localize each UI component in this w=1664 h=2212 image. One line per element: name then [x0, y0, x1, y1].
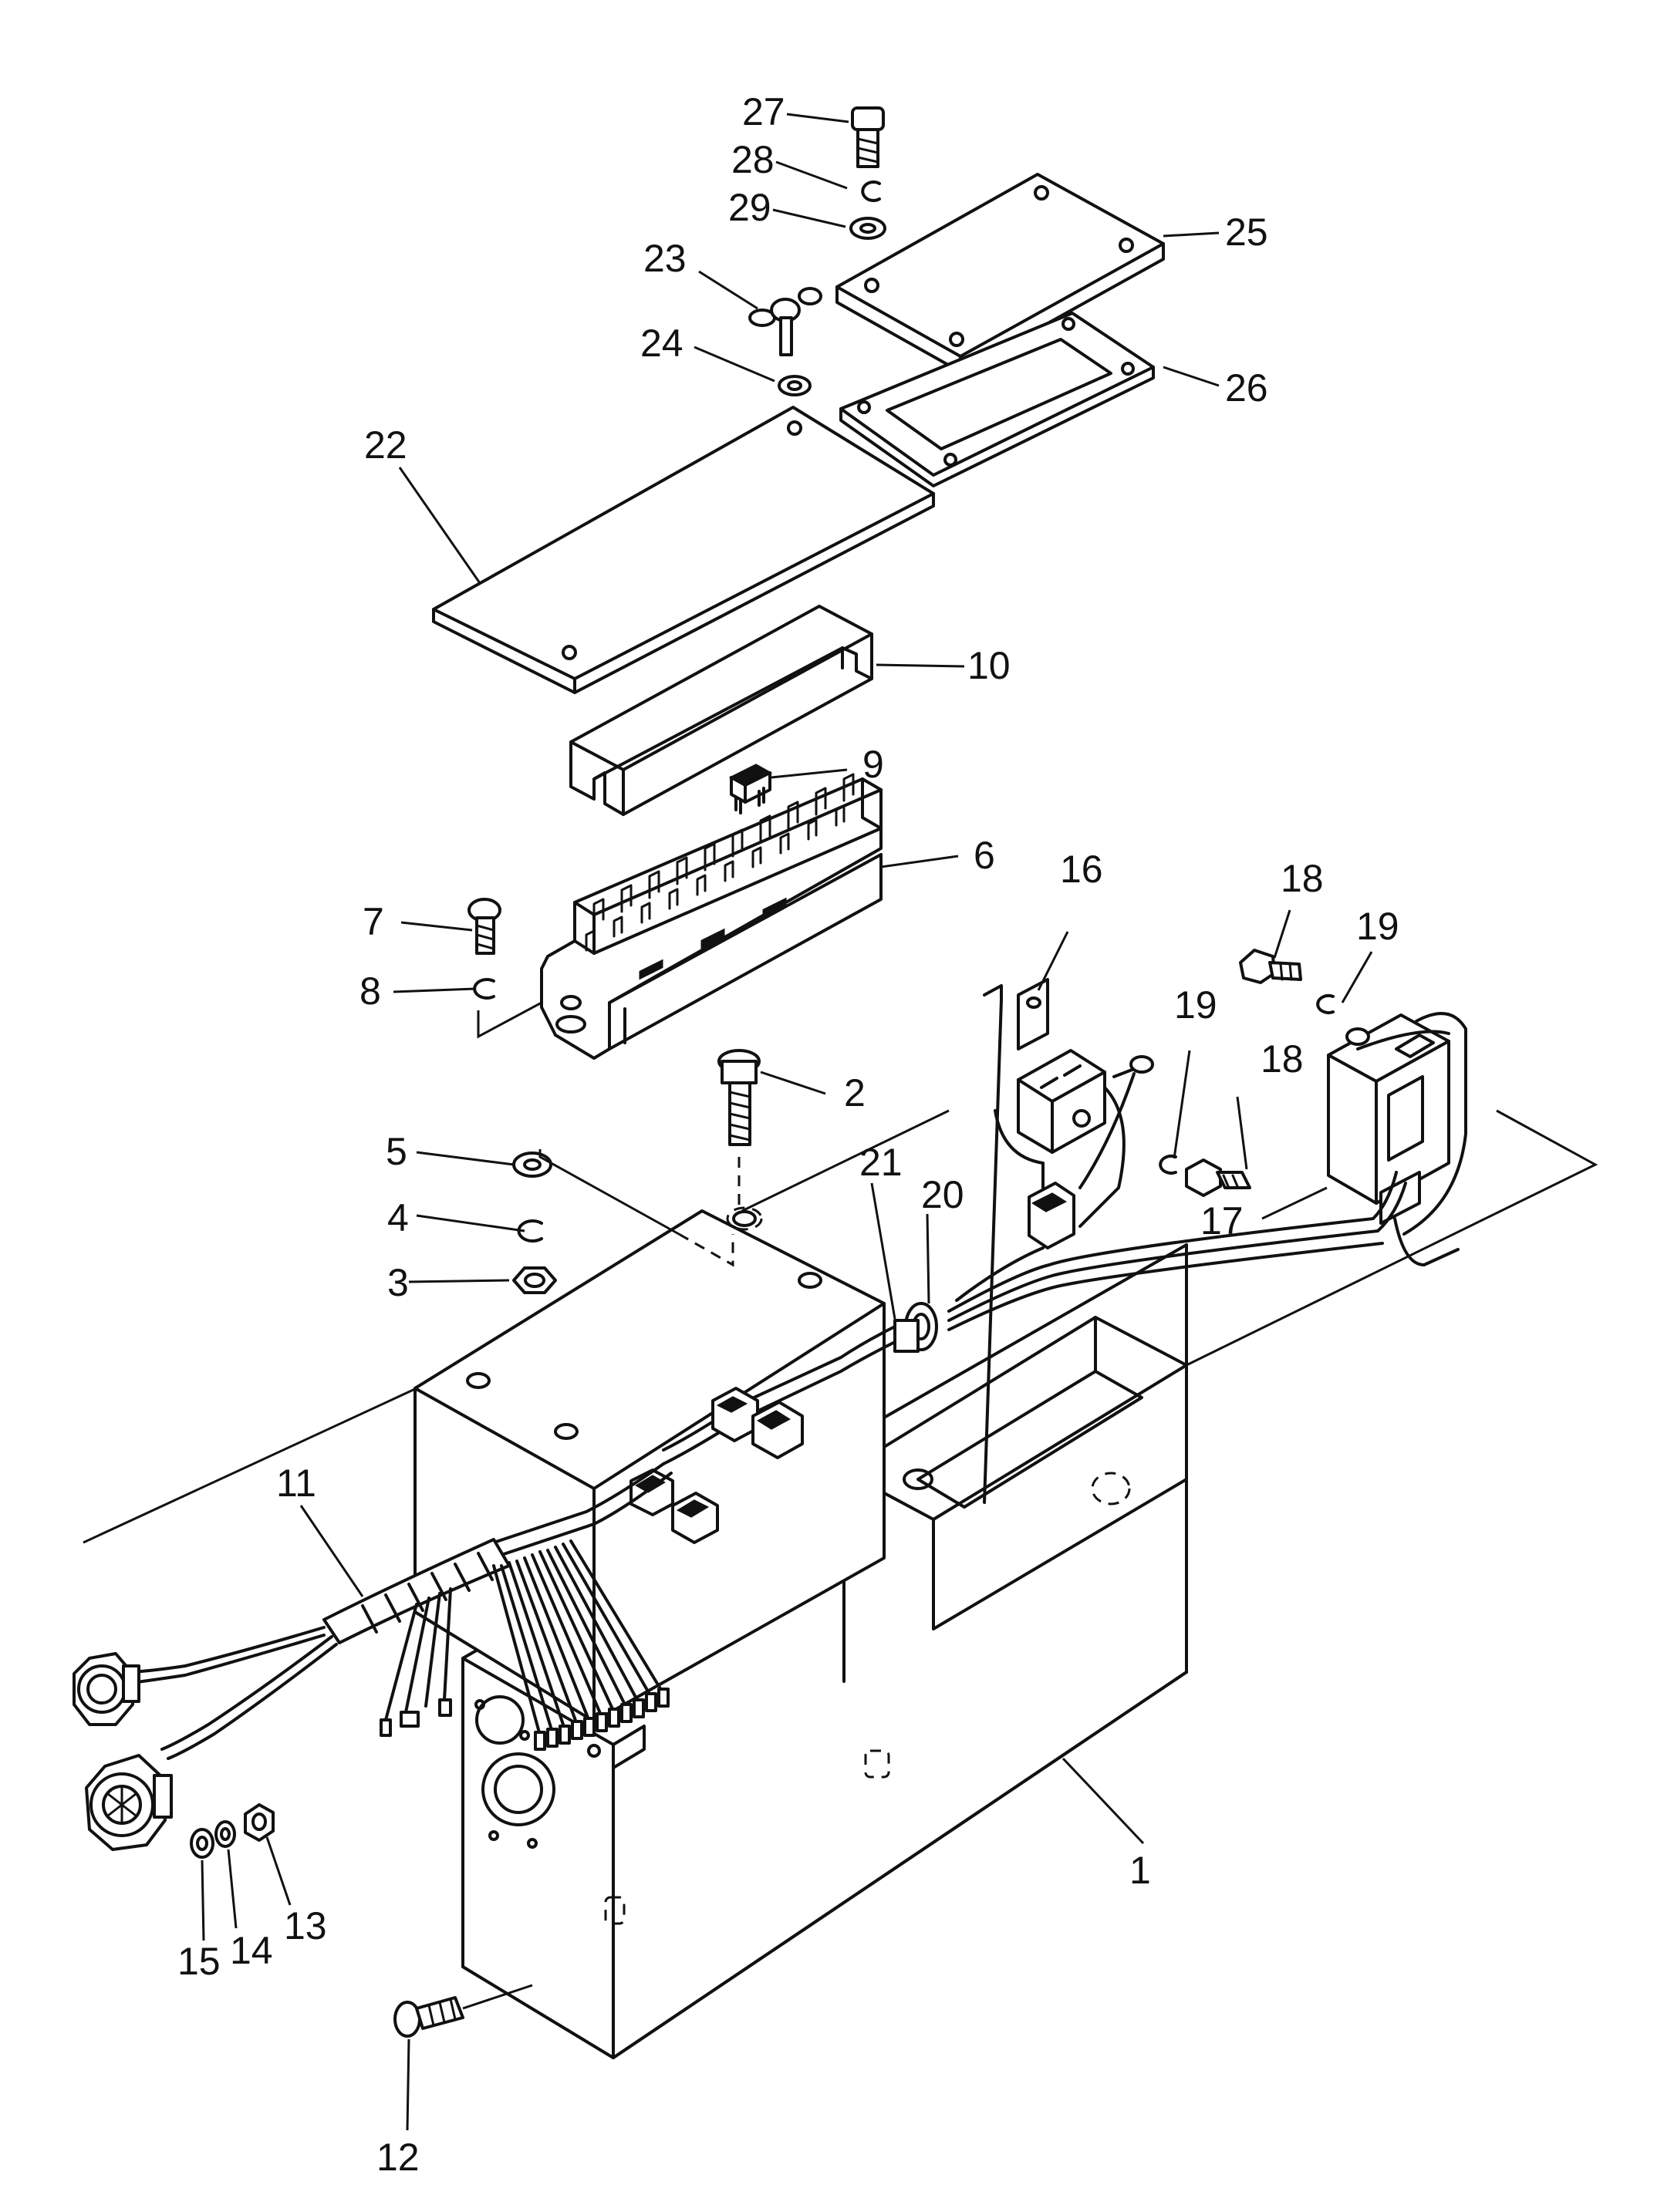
label-18b: 18	[1261, 1037, 1304, 1081]
label-4: 4	[387, 1196, 409, 1239]
bolt-18a	[1239, 949, 1302, 984]
label-17: 17	[1200, 1199, 1244, 1243]
lock-washer-28	[861, 180, 881, 202]
cover-plate-22	[432, 406, 935, 694]
label-16: 16	[1060, 848, 1103, 891]
label-24: 24	[640, 322, 683, 365]
fuse-box-6	[540, 773, 883, 1060]
reference-line-right	[1186, 1109, 1598, 1367]
bracket-16	[983, 978, 1049, 1504]
label-23: 23	[643, 237, 687, 280]
harness-wires	[130, 1171, 1407, 1760]
label-27: 27	[742, 90, 785, 133]
reference-line-left	[83, 1387, 417, 1544]
unit-17	[1327, 1012, 1467, 1266]
gasket-26	[839, 312, 1155, 487]
label-9: 9	[862, 743, 884, 786]
circular-connector-lower	[85, 1754, 173, 1851]
label-6: 6	[974, 834, 995, 877]
label-12: 12	[376, 2136, 420, 2179]
relay-16	[994, 1049, 1126, 1249]
terminal-17	[1345, 1027, 1370, 1046]
label-5: 5	[386, 1130, 407, 1173]
wing-bolt-23	[748, 287, 822, 356]
label-7: 7	[363, 900, 384, 943]
cover-plate-25	[835, 173, 1165, 373]
label-19a: 19	[1356, 905, 1399, 948]
label-1: 1	[1129, 1849, 1151, 1892]
label-22: 22	[364, 423, 407, 467]
ground-wire-16	[1078, 1055, 1154, 1189]
fuse-cover-10	[569, 605, 873, 816]
nut-3	[512, 1266, 557, 1294]
bolt-27	[851, 106, 885, 168]
hidden-line-2	[678, 1232, 734, 1267]
screw-12	[393, 1996, 464, 2038]
label-3: 3	[387, 1261, 409, 1304]
case-upper-block	[413, 1206, 886, 1723]
label-28: 28	[731, 138, 775, 181]
label-29: 29	[728, 186, 771, 229]
install-line-12	[462, 1984, 533, 2010]
lock-washer-8	[473, 978, 495, 1000]
label-11: 11	[276, 1462, 316, 1505]
screw-7	[467, 898, 501, 955]
label-19b: 19	[1174, 983, 1217, 1027]
nut-13	[244, 1803, 275, 1842]
flat-washer-29	[849, 217, 886, 240]
label-26: 26	[1225, 366, 1268, 410]
label-10: 10	[967, 644, 1011, 687]
label-20: 20	[921, 1173, 964, 1216]
label-15: 15	[177, 1940, 221, 1983]
label-14: 14	[230, 1929, 273, 1972]
label-18a: 18	[1281, 857, 1324, 900]
lock-washer-14	[214, 1820, 236, 1848]
label-8: 8	[359, 969, 381, 1013]
circular-connector-upper	[73, 1652, 140, 1726]
lock-washer-19a	[1316, 994, 1335, 1014]
label-13: 13	[284, 1904, 327, 1947]
bolt-2	[717, 1049, 761, 1211]
fuse-9	[728, 764, 773, 814]
label-25: 25	[1225, 211, 1268, 254]
lock-washer-19b	[1159, 1155, 1177, 1175]
part-labels: 27 28 29 25 23 24 26 22 10 9 6 16 18 19 …	[177, 90, 1399, 2179]
reference-line-top	[538, 1109, 950, 1236]
washer-15	[190, 1828, 214, 1859]
label-21: 21	[859, 1141, 903, 1184]
label-2: 2	[844, 1071, 866, 1114]
washer-5	[512, 1152, 552, 1178]
bolt-18b	[1185, 1158, 1251, 1197]
case-body-1	[461, 1243, 1188, 2059]
washer-24	[778, 375, 812, 396]
leader-lines	[201, 113, 1373, 2131]
mount-line-8	[477, 1001, 542, 1039]
